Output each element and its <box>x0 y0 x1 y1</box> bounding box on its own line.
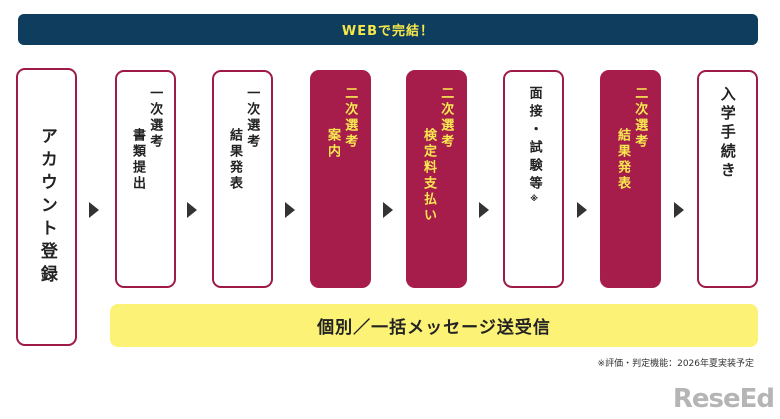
step-text: 案内 <box>325 128 340 160</box>
step-second-screening-results: 二次選考 結果発表 <box>600 70 661 288</box>
step-text: 二次選考 <box>438 86 454 150</box>
step-text: 一次選考 <box>244 86 260 150</box>
step-text: 書類提出 <box>130 128 145 192</box>
footnote-mark: ※ <box>529 194 539 203</box>
arrow-icon <box>187 202 197 218</box>
arrow-icon <box>89 202 99 218</box>
step-text: アカウント登録 <box>36 126 57 288</box>
step-text: 結果発表 <box>615 128 630 192</box>
step-text: 二次選考 <box>632 86 648 150</box>
step-second-screening-guidance: 二次選考 案内 <box>310 70 371 288</box>
step-text: 面接・試験等※ <box>526 86 542 203</box>
arrow-icon <box>285 202 295 218</box>
watermark-logo: ReseEd <box>672 384 775 414</box>
web-banner: WEBで完結！ <box>18 14 758 45</box>
message-bar: 個別／一括メッセージ送受信 <box>110 304 758 347</box>
banner-text: WEBで完結！ <box>341 24 435 39</box>
step-first-screening-documents: 一次選考 書類提出 <box>115 70 176 288</box>
step-second-screening-fee-payment: 二次選考 検定料支払い <box>406 70 467 288</box>
message-bar-text: 個別／一括メッセージ送受信 <box>317 318 551 338</box>
step-text: 一次選考 <box>147 86 163 150</box>
step-account-registration: アカウント登録 <box>16 68 77 346</box>
step-text: 入学手続き <box>718 86 737 181</box>
step-text: 結果発表 <box>227 128 242 192</box>
arrow-icon <box>383 202 393 218</box>
step-enrollment-procedure: 入学手続き <box>697 70 758 288</box>
step-text: 二次選考 <box>342 86 358 150</box>
arrow-icon <box>674 202 684 218</box>
step-text: 検定料支払い <box>421 128 436 224</box>
step-text-main: 面接・試験等 <box>526 86 542 194</box>
arrow-icon <box>577 202 587 218</box>
step-first-screening-results: 一次選考 結果発表 <box>212 70 273 288</box>
arrow-icon <box>479 202 489 218</box>
footnote: ※評価・判定機能：2026年夏実装予定 <box>597 359 754 369</box>
step-interview-exam: 面接・試験等※ <box>503 70 564 288</box>
